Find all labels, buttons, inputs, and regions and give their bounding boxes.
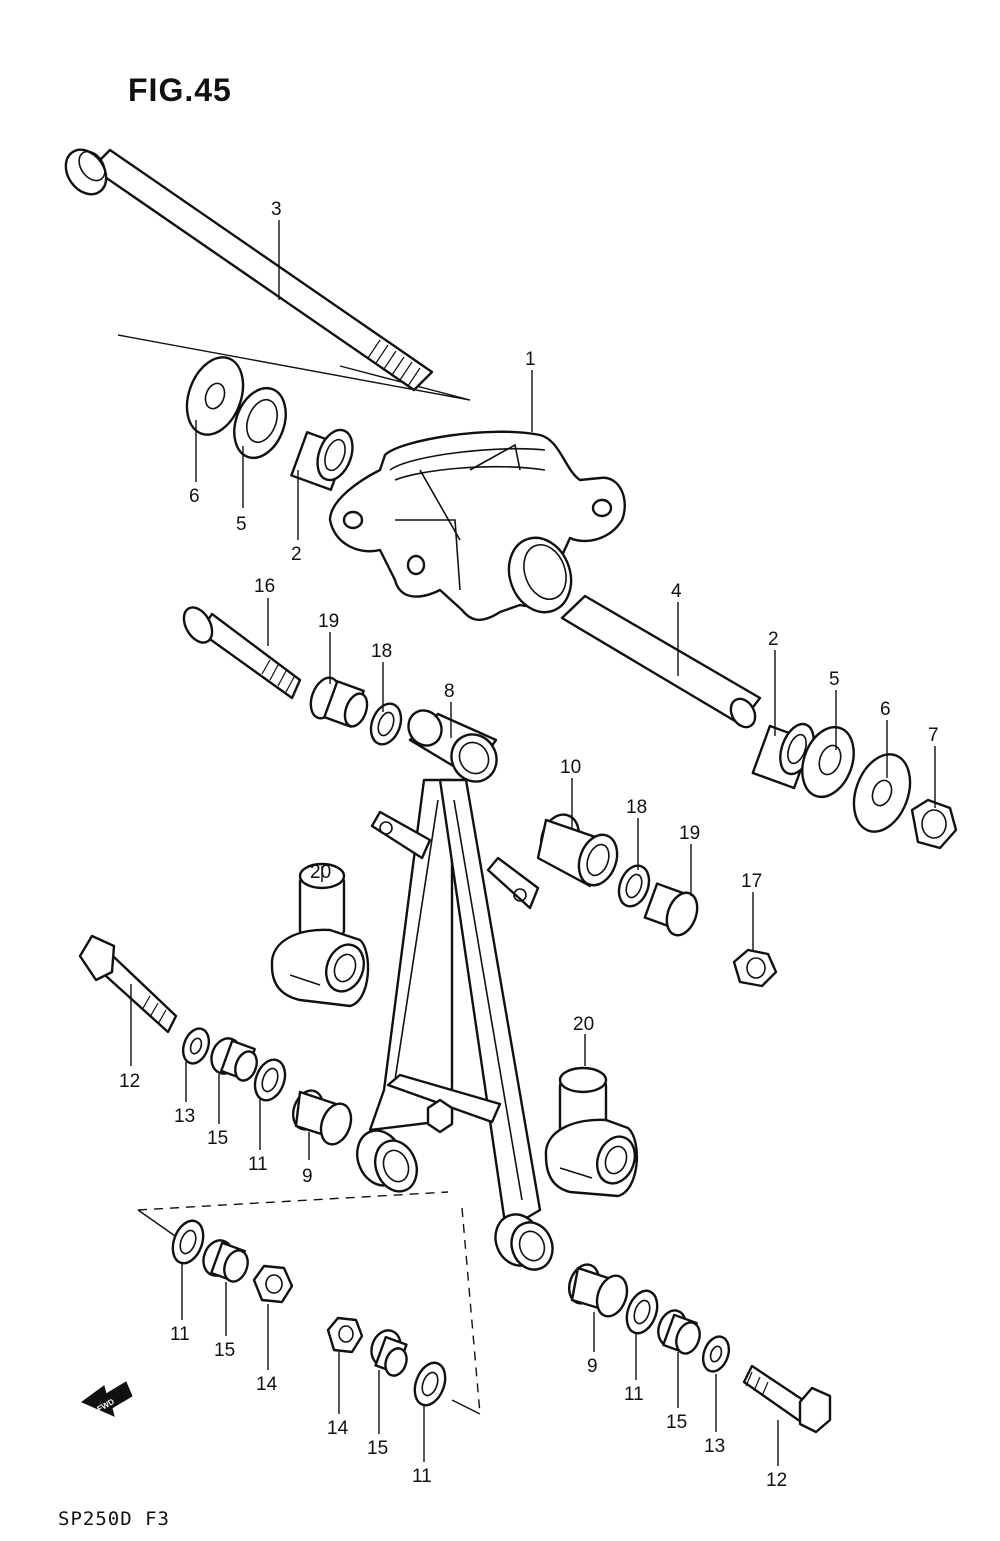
callout-13-left: 13 [174,1106,195,1127]
callout-16: 16 [254,576,275,597]
spacer-part-9-left [291,1089,353,1146]
bolt-part-16 [182,606,302,700]
washer-part-11-left-upper [253,1058,287,1102]
callout-13-right: 13 [704,1436,725,1457]
bolt-part-12-left [78,934,178,1034]
callout-19-upper: 19 [318,611,339,632]
washer-part-6-left [185,356,245,436]
spacer-part-10 [536,813,619,888]
callout-11-bottom-center: 11 [412,1466,432,1487]
callout-11-left-upper: 11 [248,1154,268,1175]
dust-seal-part-5-right [801,725,855,799]
callout-20-right: 20 [573,1014,594,1035]
joint-part-20-left [270,862,370,1008]
callout-6-right: 6 [880,699,891,720]
callout-5-right: 5 [829,669,840,690]
nut-part-14-bottom-left [252,1264,294,1304]
fwd-arrow-icon: FWD [81,1381,133,1417]
callout-8: 8 [444,681,455,702]
callout-12-right: 12 [766,1470,787,1491]
callout-12-left: 12 [119,1071,140,1092]
callout-9-right: 9 [587,1356,598,1377]
callout-15-bottom-left: 15 [214,1340,235,1361]
collar-part-15-bottom-center [370,1329,408,1377]
callout-19-lower: 19 [679,823,700,844]
callout-3: 3 [271,199,282,220]
spacer-part-9-right [567,1263,629,1318]
model-code-footer: SP250D F3 [58,1508,170,1530]
nut-part-17 [732,948,778,988]
collar-part-15-bottom-right [657,1309,701,1355]
collar-part-19-lower [643,882,699,937]
washer-part-18-upper [369,702,403,746]
callout-15-bottom-right: 15 [666,1412,687,1433]
washer-part-11-bottom-center [413,1361,447,1407]
joint-part-20-right [544,1066,639,1198]
washer-part-6-right [852,753,912,833]
leader-bracket-bottom [137,1191,449,1211]
cushion-lever-part-1 [328,430,626,621]
dust-seal-part-5-left [233,386,287,460]
collar-part-19-upper [309,676,369,728]
callout-5-left: 5 [236,514,247,535]
callout-17: 17 [741,871,762,892]
washer-part-13-left [181,1027,211,1065]
washer-part-11-bottom-right [625,1289,659,1335]
callout-14-bottom-left: 14 [256,1374,278,1395]
needle-bearing-part-2-left [290,428,354,491]
leader-bracket-bottom-left [137,1209,179,1239]
nut-part-7 [910,798,958,850]
callout-9-left: 9 [302,1166,313,1187]
callout-11-bottom-right: 11 [624,1384,644,1405]
callout-6-left: 6 [189,486,200,507]
leader-bracket-top [117,334,471,401]
washer-part-11-bottom-left [171,1219,205,1265]
spacer-tube-part-4 [560,594,762,729]
callout-labels: 3 1 6 5 2 16 19 18 8 4 2 5 6 7 10 18 19 … [119,199,939,1491]
leader-bracket-bottom-right [451,1399,481,1415]
callout-18-lower: 18 [626,797,647,818]
callout-15-bottom-center: 15 [367,1438,388,1459]
washer-part-13-right [701,1335,731,1373]
leader-lines [130,220,936,1466]
callout-15-left-upper: 15 [207,1128,228,1149]
pivot-bolt-part-3 [64,148,434,392]
nut-part-14-bottom-center [326,1316,364,1354]
callout-4: 4 [671,581,682,602]
bolt-part-12-right [742,1364,832,1434]
callout-2-left: 2 [291,544,302,565]
callout-18-upper: 18 [371,641,392,662]
washer-part-18-lower [617,864,651,908]
callout-2-right: 2 [768,629,779,650]
collar-part-15-left-upper [210,1037,258,1082]
callout-7: 7 [928,725,939,746]
callout-11-bottom-left: 11 [170,1324,190,1345]
cushion-rod-part-8 [356,709,554,1271]
collar-part-15-bottom-left [202,1239,249,1283]
leader-bracket-bottom-vertical [461,1207,481,1415]
callout-1: 1 [525,349,536,370]
callout-10: 10 [560,757,581,778]
callout-14-bottom-center: 14 [327,1418,349,1439]
callout-20-left: 20 [310,862,331,883]
figure-title: FIG.45 [128,72,232,108]
